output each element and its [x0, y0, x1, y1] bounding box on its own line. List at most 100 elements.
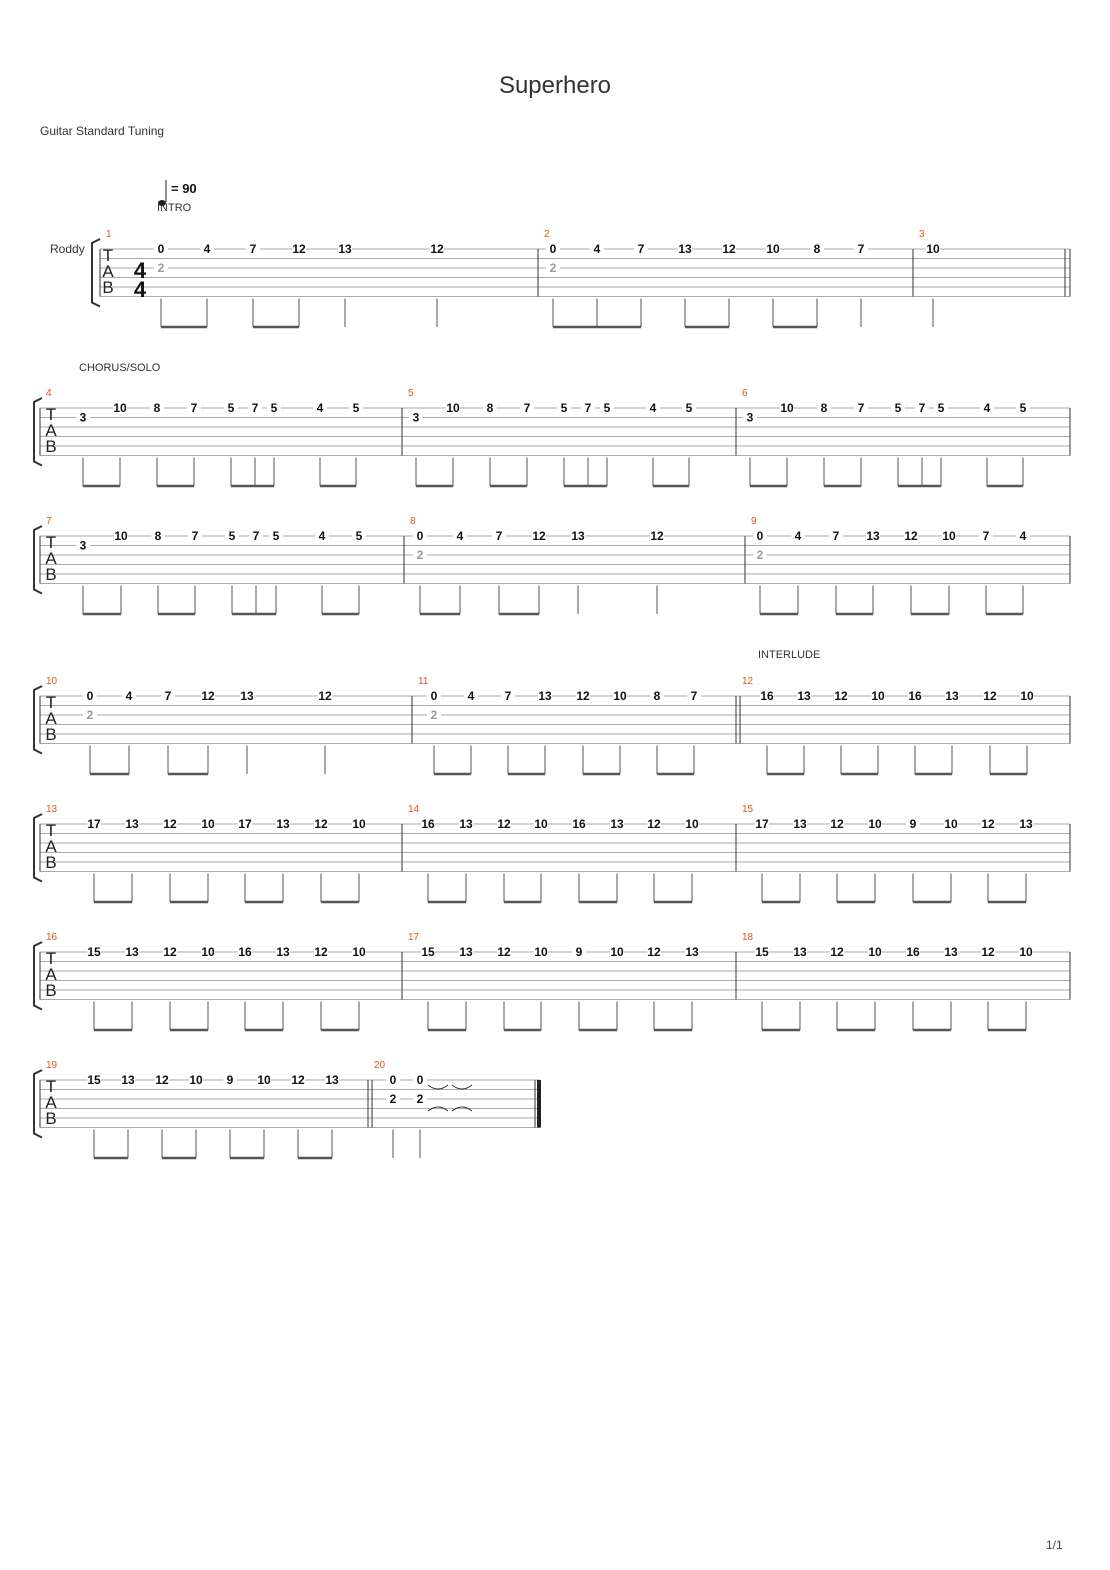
- fret-bg: [453, 531, 467, 542]
- fret-number: 13: [1019, 817, 1033, 831]
- fret-number: 13: [325, 1073, 339, 1087]
- fret-number: 2: [158, 261, 165, 275]
- fret-number: 0: [158, 242, 165, 256]
- fret-number: 13: [797, 689, 811, 703]
- fret-bg: [427, 691, 441, 702]
- fret-number: 10: [1019, 945, 1033, 959]
- fret-number: 10: [944, 817, 958, 831]
- fret-number: 10: [201, 945, 215, 959]
- system-bracket: [33, 813, 43, 883]
- fret-number: 10: [766, 242, 780, 256]
- fret-bg: [793, 947, 807, 958]
- fret-number: 7: [496, 529, 503, 543]
- fret-number: 4: [317, 401, 324, 415]
- fret-number: 0: [87, 689, 94, 703]
- fret-number: 13: [125, 945, 139, 959]
- fret-number: 4: [1020, 529, 1027, 543]
- fret-bg: [421, 947, 435, 958]
- time-signature-bottom: 4: [134, 277, 147, 302]
- fret-number: 13: [121, 1073, 135, 1087]
- measure-number: 10: [46, 676, 58, 687]
- fret-number: 5: [938, 401, 945, 415]
- fret-number: 7: [253, 529, 260, 543]
- fret-number: 12: [576, 689, 590, 703]
- section-label: INTERLUDE: [758, 649, 820, 661]
- fret-number: 13: [538, 689, 552, 703]
- fret-number: 13: [610, 817, 624, 831]
- fret-number: 10: [871, 689, 885, 703]
- fret-number: 12: [163, 817, 177, 831]
- fret-bg: [942, 531, 956, 542]
- tab-clef-letter: A: [102, 262, 114, 281]
- fret-number: 15: [421, 945, 435, 959]
- measure-number: 16: [46, 932, 58, 943]
- fret-bg: [413, 1094, 427, 1105]
- track-name: Roddy: [50, 242, 85, 256]
- fret-number: 10: [613, 689, 627, 703]
- fret-number: 7: [983, 529, 990, 543]
- fret-number: 13: [276, 817, 290, 831]
- fret-number: 12: [904, 529, 918, 543]
- fret-bg: [386, 1075, 400, 1086]
- fret-number: 10: [446, 401, 460, 415]
- fret-number: 16: [906, 945, 920, 959]
- fret-number: 2: [417, 1092, 424, 1106]
- fret-bg: [534, 947, 548, 958]
- fret-bg: [291, 1075, 305, 1086]
- fret-bg: [546, 263, 560, 274]
- fret-bg: [613, 691, 627, 702]
- measure-number: 17: [408, 932, 420, 943]
- fret-number: 12: [834, 689, 848, 703]
- fret-bg: [150, 403, 164, 414]
- fret-bg: [83, 710, 97, 721]
- fret-bg: [497, 819, 511, 830]
- fret-number: 12: [983, 689, 997, 703]
- tab-clef-letter: B: [45, 853, 56, 872]
- time-signature-top: 4: [134, 258, 147, 283]
- fret-number: 13: [459, 817, 473, 831]
- fret-number: 13: [571, 529, 585, 543]
- fret-number: 7: [691, 689, 698, 703]
- fret-bg: [409, 412, 423, 424]
- fret-number: 12: [647, 945, 661, 959]
- fret-bg: [904, 531, 918, 542]
- fret-number: 13: [678, 242, 692, 256]
- fret-number: 10: [189, 1073, 203, 1087]
- fret-bg: [87, 819, 101, 830]
- fret-bg: [908, 691, 922, 702]
- fret-number: 12: [981, 945, 995, 959]
- fret-bg: [352, 947, 366, 958]
- tab-clef-letter: B: [45, 565, 56, 584]
- fret-number: 2: [757, 548, 764, 562]
- fret-bg: [427, 710, 441, 721]
- tab-clef-letter: A: [45, 1093, 57, 1112]
- fret-number: 12: [497, 945, 511, 959]
- fret-bg: [760, 691, 774, 702]
- fret-bg: [906, 819, 920, 830]
- fret-number: 7: [250, 242, 257, 256]
- fret-number: 0: [417, 1073, 424, 1087]
- fret-number: 5: [356, 529, 363, 543]
- fret-bg: [113, 403, 127, 414]
- tab-clef-letter: A: [45, 549, 57, 568]
- fret-number: 2: [87, 708, 94, 722]
- fret-number: 13: [685, 945, 699, 959]
- fret-bg: [292, 244, 306, 255]
- fret-bg: [572, 947, 586, 958]
- fret-bg: [610, 819, 624, 830]
- fret-number: 10: [942, 529, 956, 543]
- fret-number: 8: [155, 529, 162, 543]
- fret-bg: [154, 263, 168, 274]
- fret-number: 12: [201, 689, 215, 703]
- system-bracket: [33, 941, 43, 1011]
- fret-number: 3: [80, 539, 87, 553]
- fret-number: 17: [238, 817, 252, 831]
- fret-bg: [600, 403, 614, 414]
- fret-bg: [830, 819, 844, 830]
- fret-bg: [817, 403, 831, 414]
- tab-clef-letter: B: [45, 1109, 56, 1128]
- fret-bg: [349, 403, 363, 414]
- fret-number: 17: [755, 817, 769, 831]
- fret-bg: [834, 691, 848, 702]
- measure-number: 8: [410, 516, 416, 527]
